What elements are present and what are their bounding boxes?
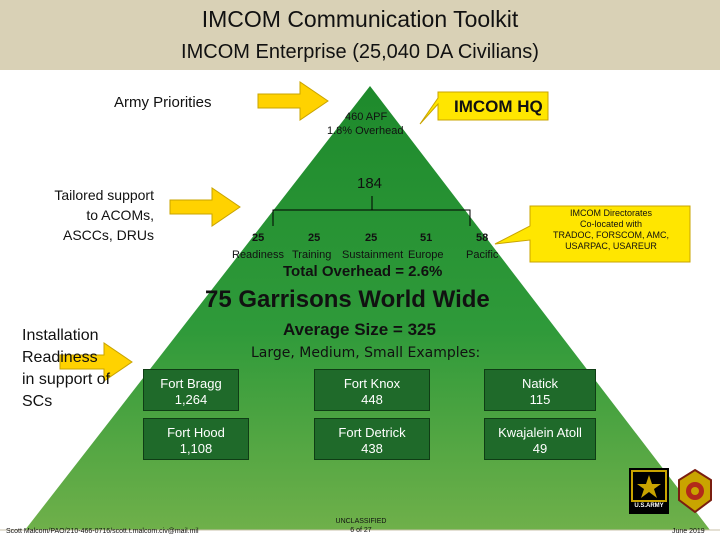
garrison-card: Fort Bragg 1,264	[143, 369, 239, 411]
army-logo: U.S.ARMY	[629, 468, 669, 514]
garrison-card: Kwajalein Atoll 49	[484, 418, 596, 460]
tailored-support-label: Tailored support to ACOMs, ASCCs, DRUs	[54, 187, 154, 243]
page-title: IMCOM Communication Toolkit	[201, 6, 519, 32]
directorate-label: Readiness	[232, 249, 284, 261]
footer-classification: UNCLASSIFIED	[335, 518, 387, 525]
army-star-icon	[631, 470, 667, 502]
garrison-card: Fort Detrick 438	[314, 418, 430, 460]
total-184: 184	[357, 175, 383, 192]
directorate-label: Sustainment	[342, 249, 404, 261]
directorates-note: IMCOM Directorates Co-located with TRADO…	[552, 208, 669, 251]
garrisons-heading: 75 Garrisons World Wide	[205, 286, 490, 313]
apf-overhead: 1.8% Overhead	[327, 125, 404, 137]
arrow-tailored-support	[169, 187, 241, 227]
arrow-installation-readiness	[59, 342, 133, 382]
examples-caption: Large, Medium, Small Examples:	[251, 345, 481, 361]
note-callout	[494, 205, 691, 263]
average-size: Average Size = 325	[283, 320, 436, 339]
hq-label: IMCOM HQ	[454, 97, 543, 116]
hq-callout	[419, 91, 549, 125]
directorate-label: Pacific	[466, 249, 499, 261]
footer-contact: Scott Malcom/PAO/210-466-0716/scott.t.ma…	[6, 528, 199, 535]
installation-readiness-label: Installation Readiness in support of SCs	[22, 327, 111, 410]
insignia-icon	[678, 468, 712, 514]
directorate-value: 25	[252, 232, 265, 244]
footer-date: June 2019	[672, 528, 705, 535]
directorate-value: 58	[476, 232, 489, 244]
army-priorities-label: Army Priorities	[114, 94, 212, 111]
imcom-insignia	[675, 468, 715, 514]
directorate-label: Training	[292, 249, 332, 261]
total-overhead: Total Overhead = 2.6%	[283, 263, 443, 280]
garrison-card: Natick 115	[484, 369, 596, 411]
directorate-value: 25	[365, 232, 378, 244]
page-subtitle: IMCOM Enterprise (25,040 DA Civilians)	[181, 41, 539, 63]
army-logo-text: U.S.ARMY	[634, 503, 664, 509]
directorate-value: 51	[420, 232, 433, 244]
garrison-card: Fort Knox 448	[314, 369, 430, 411]
garrison-card: Fort Hood 1,108	[143, 418, 249, 460]
apf-count: 460 APF	[345, 111, 388, 123]
bracket-184	[272, 196, 471, 226]
directorate-value: 25	[308, 232, 321, 244]
footer-page-number: 6 of 27	[350, 527, 372, 534]
arrow-army-priorities	[257, 81, 329, 121]
directorate-label: Europe	[408, 249, 444, 261]
header-band	[0, 0, 720, 70]
